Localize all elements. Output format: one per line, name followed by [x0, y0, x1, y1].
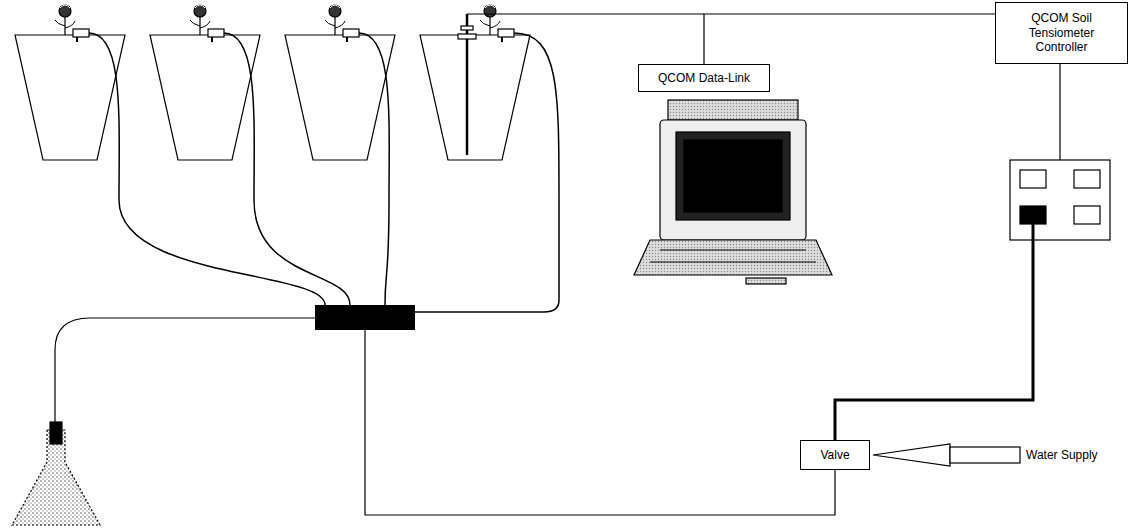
node-text: QCOM Data-Link [658, 71, 750, 85]
node-text: QCOM Soil Tensiometer Controller [1002, 11, 1121, 54]
node-text: Valve [820, 448, 849, 462]
valve-box: Valve [800, 440, 870, 470]
device-box: QCOM Soil Tensiometer Controller [995, 2, 1128, 64]
supply-label: Water Supply [1026, 448, 1098, 462]
device-box: QCOM Data-Link [638, 64, 770, 92]
signal-wire [704, 14, 995, 64]
